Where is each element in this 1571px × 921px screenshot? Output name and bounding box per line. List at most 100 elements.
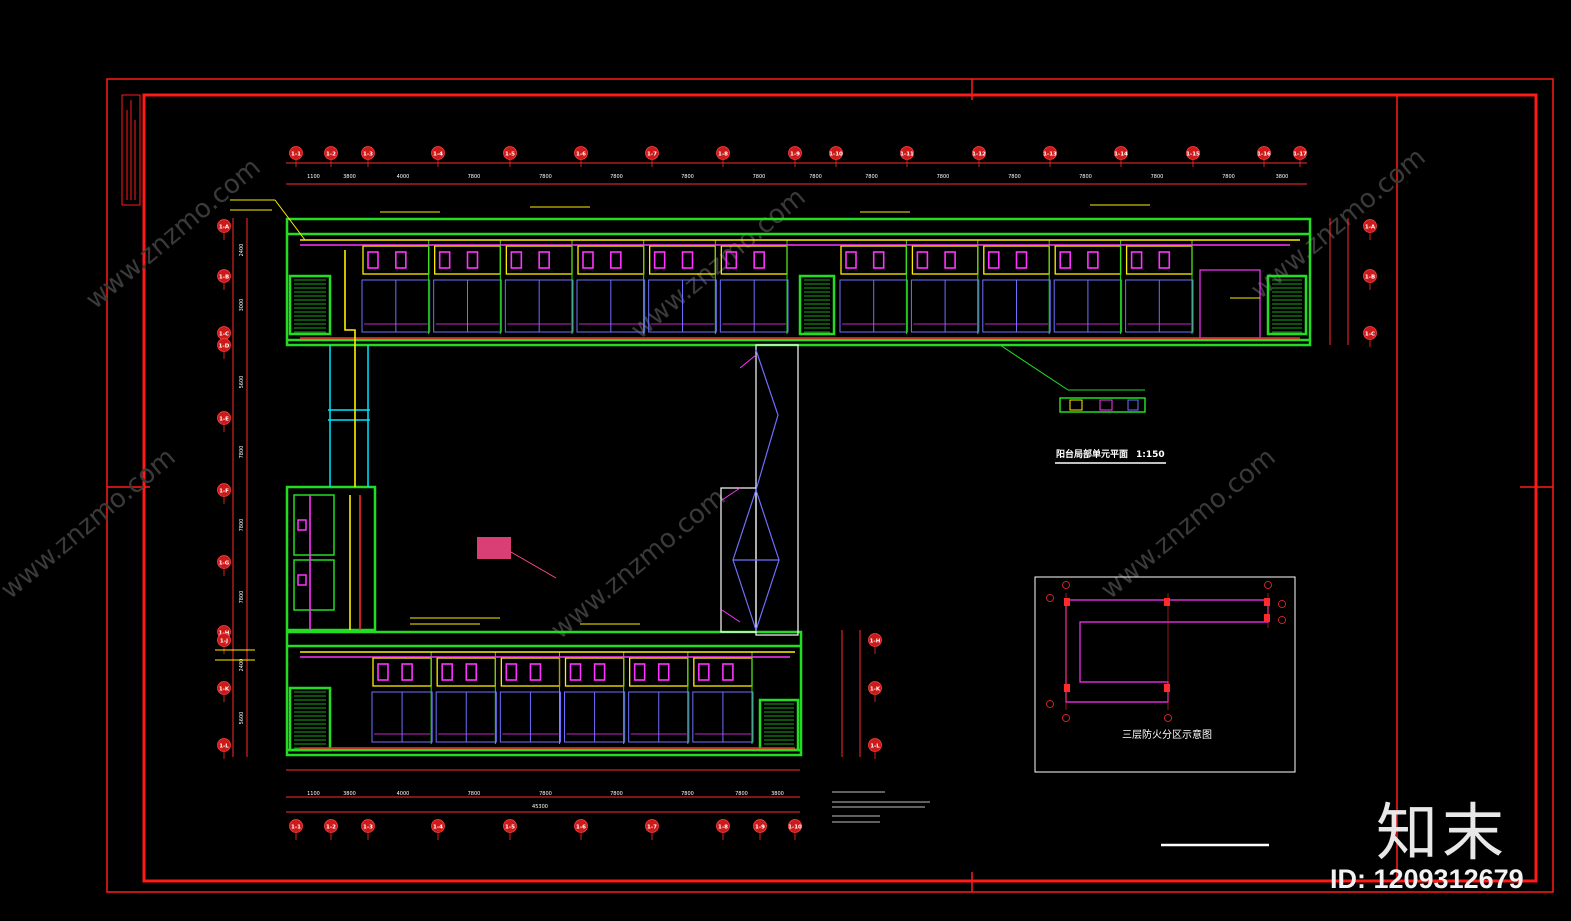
axis-bubble: 1-10 <box>829 146 843 167</box>
axis-label: 1-3 <box>363 151 373 157</box>
brand-logo: 知末 <box>1376 796 1509 869</box>
watermark-3: www.znzmo.com <box>1245 142 1431 305</box>
axis-label: 1-15 <box>1186 151 1200 157</box>
room-module <box>910 240 980 334</box>
axis-label: 1-2 <box>326 824 336 830</box>
dormitory-rooms <box>293 240 1261 744</box>
axis-label: 1-17 <box>1293 151 1307 157</box>
fixture-block <box>395 251 407 269</box>
fixture-block <box>1158 251 1171 269</box>
axis-label: 1-2 <box>326 151 336 157</box>
axis-label: 1-1 <box>291 824 301 830</box>
watermark-5: www.znzmo.com <box>545 482 731 645</box>
axis-bubble: 1-7 <box>645 819 659 840</box>
fixture-block <box>569 663 582 681</box>
dimension-chain-left <box>232 218 248 757</box>
axis-bubble: 1-3 <box>361 146 375 167</box>
dimension-value: 2400 <box>239 659 245 672</box>
fixture-block <box>1130 251 1143 269</box>
axis-bubbles-left: 1-A1-B1-C1-D1-E1-F1-G1-H1-J1-K1-L <box>217 219 231 759</box>
fixture-block <box>510 251 523 269</box>
room-module <box>692 652 754 744</box>
fire-zone-title: 三层防火分区示意图 <box>1122 728 1212 741</box>
axis-label: 1-3 <box>363 824 373 830</box>
axis-label: 1-4 <box>433 151 443 157</box>
axis-bubble: 1-8 <box>716 819 730 840</box>
room-module <box>564 652 626 744</box>
fixture-block <box>872 251 885 269</box>
courtyard-bridge <box>720 344 799 636</box>
toilet-room <box>293 494 335 556</box>
room-module <box>433 240 502 334</box>
dimension-value: 1100 <box>307 174 320 180</box>
dimension-value: 7800 <box>865 174 878 180</box>
axis-label: 1-D <box>219 343 230 349</box>
axis-label: 1-10 <box>829 151 843 157</box>
asset-id: ID: 1209312679 <box>1330 864 1524 894</box>
fire-zone-diagram <box>1034 576 1296 773</box>
dimension-value: 5600 <box>239 376 245 389</box>
fixture-block <box>529 663 542 681</box>
axis-bubble: 1-5 <box>503 819 517 840</box>
axis-bubble: 1-3 <box>361 819 375 840</box>
fixture-block <box>653 251 666 269</box>
axis-bubble: 1-K <box>868 681 882 702</box>
dimension-value: 7800 <box>239 591 245 604</box>
dimension-value: 7800 <box>681 791 694 797</box>
fixture-block <box>944 251 956 269</box>
fixture-block <box>657 663 670 681</box>
axis-label: 1-6 <box>576 824 586 830</box>
axis-bubble: 1-B <box>217 269 231 290</box>
fixture-block <box>845 251 857 269</box>
axis-label: 1-14 <box>1114 151 1128 157</box>
room-module <box>435 652 497 744</box>
axis-label: 1-8 <box>718 824 728 830</box>
dimension-value: 7800 <box>610 174 623 180</box>
connector-fixtures <box>293 269 1261 611</box>
room-module <box>576 240 646 334</box>
axis-bubble: 1-J <box>217 633 231 654</box>
axis-label: 1-7 <box>647 151 657 157</box>
axis-bubble: 1-15 <box>1186 146 1200 167</box>
axis-bubble: 1-G <box>217 555 231 576</box>
dimension-value: 7800 <box>468 791 481 797</box>
pink-annotation <box>477 537 557 579</box>
axis-label: 1-6 <box>576 151 586 157</box>
dimension-value: 7800 <box>610 791 623 797</box>
axis-label: 1-E <box>219 416 229 422</box>
watermark-4: www.znzmo.com <box>0 442 182 605</box>
room-module <box>839 240 908 334</box>
fixture-block <box>297 519 307 531</box>
dimension-value: 7800 <box>735 791 748 797</box>
axis-bubble: 1-L <box>217 738 231 759</box>
fixture-block <box>377 663 389 681</box>
dimension-value: 7800 <box>753 174 766 180</box>
room-module <box>499 652 562 744</box>
axis-label: 1-11 <box>900 151 914 157</box>
watermark-6: www.znzmo.com <box>1095 442 1281 605</box>
dimension-value: 7800 <box>468 174 481 180</box>
axis-label: 1-C <box>1365 331 1375 337</box>
fixture-block <box>753 251 765 269</box>
dimension-chain-bottom <box>286 769 800 813</box>
axis-label: 1-B <box>1365 274 1375 280</box>
balcony-detail-title: 阳台局部单元平面 <box>1056 448 1128 460</box>
axis-bubble: 1-A <box>217 219 231 240</box>
corridor-connector <box>328 345 370 487</box>
fixture-block <box>633 663 646 681</box>
axis-bubble: 1-B <box>1363 269 1377 290</box>
axis-bubble: 1-2 <box>324 819 338 840</box>
fixture-block <box>367 251 379 269</box>
room-module <box>371 652 433 744</box>
dimension-value: 7800 <box>1222 174 1235 180</box>
axis-label: 1-8 <box>718 151 728 157</box>
axis-label: 1-5 <box>505 151 515 157</box>
axis-bubble: 1-6 <box>574 146 588 167</box>
axis-bubble: 1-A <box>1363 219 1377 240</box>
axis-bubble: 1-5 <box>503 146 517 167</box>
axis-label: 1-L <box>219 743 229 749</box>
